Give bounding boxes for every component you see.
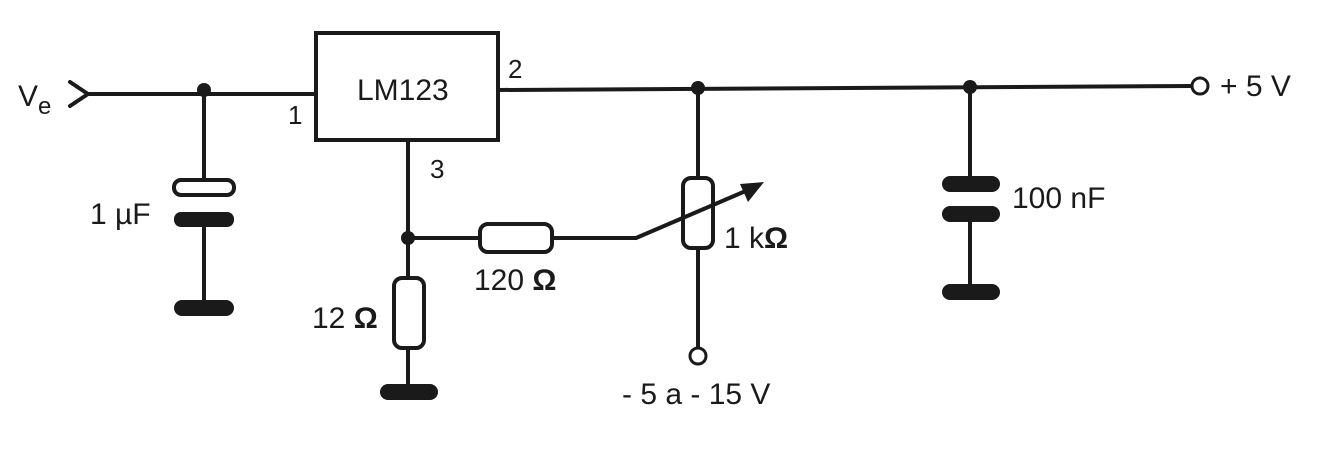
output-cap-bottom-plate: [942, 206, 1000, 222]
input-label: Ve: [18, 80, 51, 120]
input-cap-ground-icon: [174, 300, 234, 316]
output-cap-label: 100 nF: [1012, 182, 1105, 215]
pot-wiper-arrow-line: [634, 188, 750, 240]
input-cap-label: 1 µF: [90, 198, 151, 231]
resistor-12-ohm: [392, 276, 426, 350]
output-cap-ground-icon: [942, 284, 1000, 300]
resistor-120-label: 120 Ω: [474, 264, 556, 297]
output-terminal: [1190, 76, 1210, 96]
ic-pin-3: 3: [430, 154, 444, 184]
negative-supply-label: - 5 a - 15 V: [622, 378, 770, 411]
pot-wiper-arrowhead: [740, 182, 764, 202]
r12-ground-icon: [380, 384, 438, 400]
ic-name: LM123: [357, 74, 449, 107]
output-voltage-label: + 5 V: [1220, 70, 1291, 103]
input-arrow: [68, 80, 90, 108]
ic-pin-1: 1: [288, 100, 302, 130]
ic-pin-2: 2: [508, 54, 522, 84]
input-cap-top-plate: [172, 178, 236, 197]
potentiometer-label: 1 kΩ: [724, 222, 788, 255]
resistor-12-label: 12 Ω: [312, 302, 378, 335]
output-rail: [496, 84, 1194, 92]
ic-lm123: [314, 31, 500, 142]
output-cap-top-plate: [942, 176, 1000, 192]
negative-supply-terminal: [688, 346, 708, 366]
resistor-120-ohm: [478, 222, 554, 254]
input-cap-bottom-plate: [174, 212, 234, 227]
